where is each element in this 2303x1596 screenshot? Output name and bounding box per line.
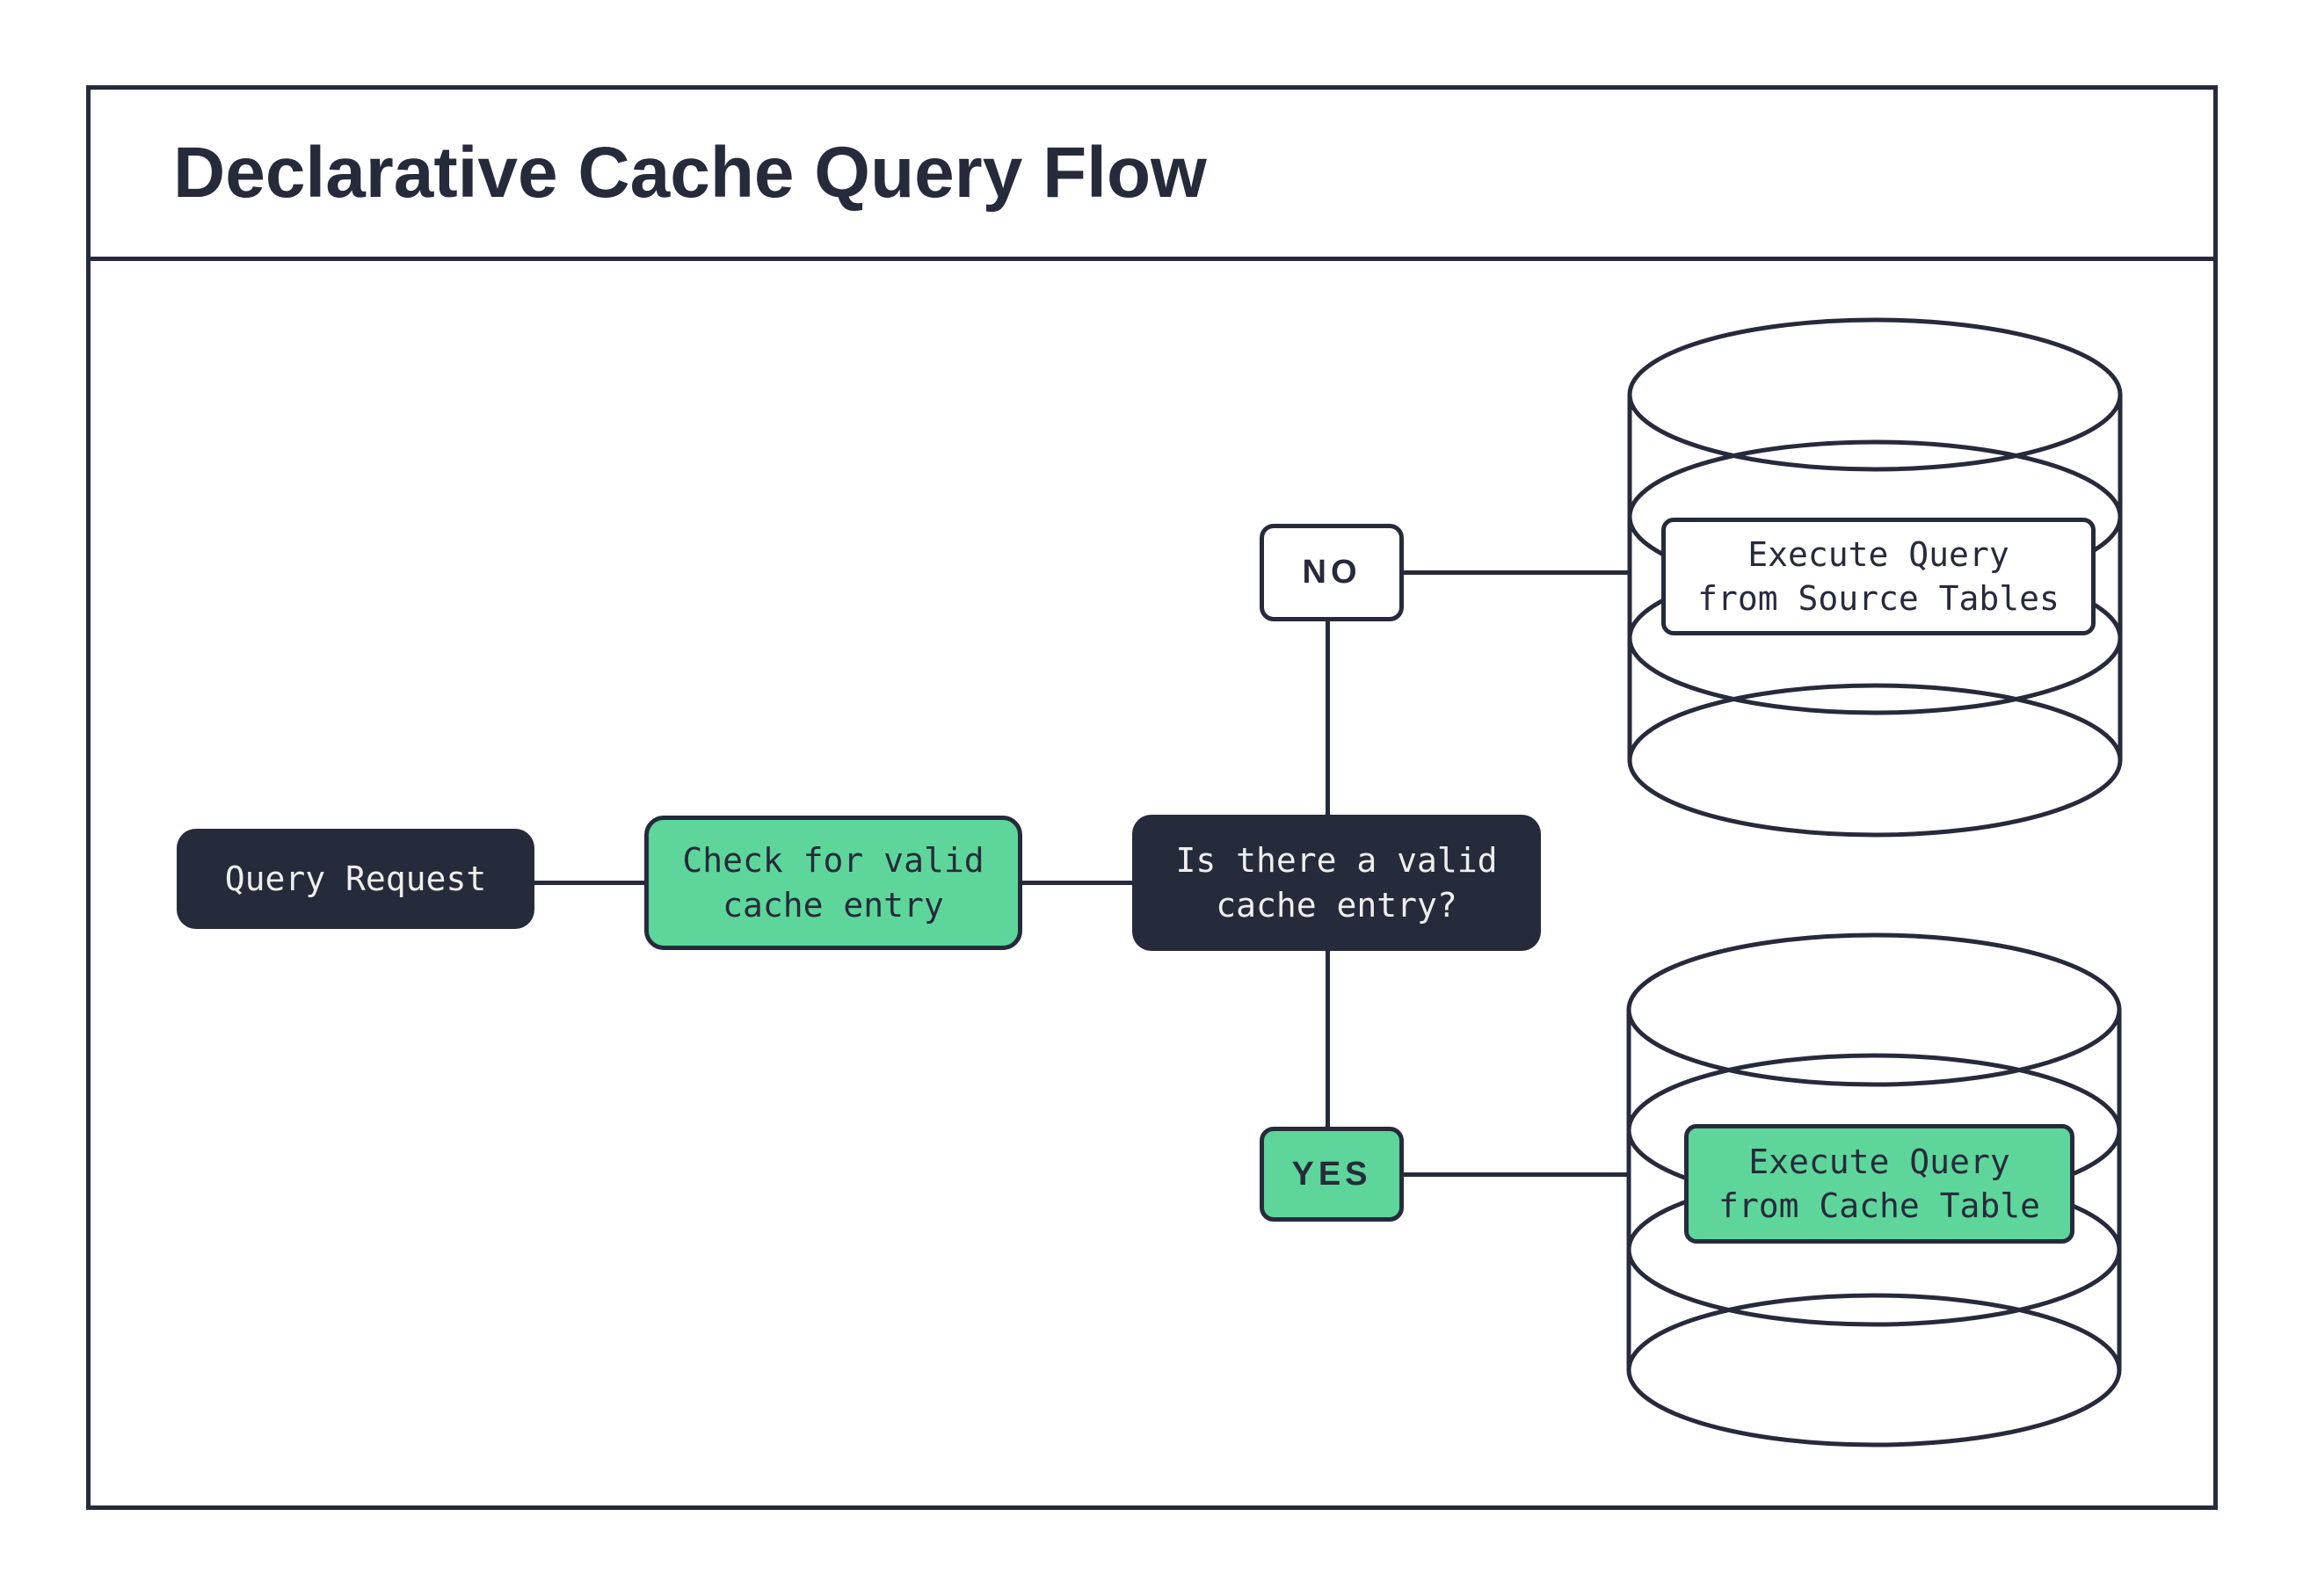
connector-query-to-check <box>534 881 644 885</box>
cache-database-cylinder-icon <box>1626 932 2122 1447</box>
branch-label-yes: YES <box>1260 1127 1404 1222</box>
connector-check-to-decision <box>1022 881 1132 885</box>
title-bar: Declarative Cache Query Flow <box>91 90 2213 261</box>
connector-yes-to-cache-db <box>1402 1172 1631 1177</box>
node-decision-valid-cache: Is there a valid cache entry? <box>1132 815 1541 951</box>
outer-frame: Declarative Cache Query Flow <box>86 85 2218 1510</box>
node-query-request: Query Request <box>177 829 534 929</box>
node-check-cache-entry: Check for valid cache entry <box>644 816 1022 950</box>
node-execute-query-cache-table: Execute Query from Cache Table <box>1684 1124 2074 1244</box>
node-execute-query-source-tables: Execute Query from Source Tables <box>1661 518 2096 635</box>
connector-no-to-source-db <box>1402 570 1631 575</box>
connector-decision-to-no <box>1326 620 1330 816</box>
diagram-title: Declarative Cache Query Flow <box>173 133 1207 213</box>
connector-decision-to-yes <box>1326 949 1330 1128</box>
branch-label-no: NO <box>1260 524 1404 621</box>
